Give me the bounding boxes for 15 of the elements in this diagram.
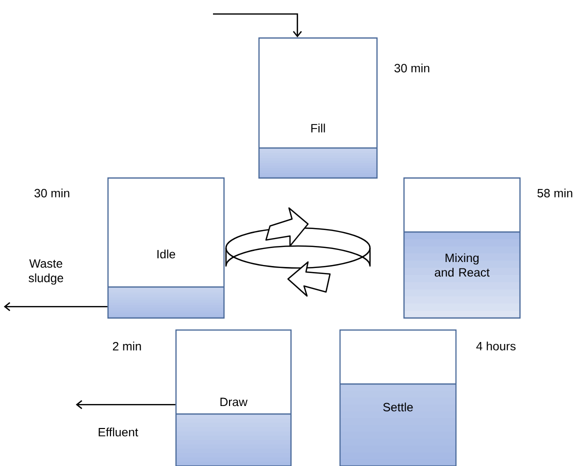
duration-label: 58 min xyxy=(537,188,572,198)
arrow xyxy=(213,13,302,38)
tank: Fill xyxy=(258,37,378,179)
tank: Idle xyxy=(107,177,225,319)
outflow-label: Effluent xyxy=(98,428,138,436)
arrow xyxy=(4,302,108,312)
outflow-label: Waste sludge xyxy=(28,259,64,285)
tank: Draw xyxy=(175,329,292,466)
duration-label: 4 hours xyxy=(476,342,516,350)
duration-label: 2 min xyxy=(112,342,141,350)
arrow xyxy=(76,400,176,410)
duration-label: 30 min xyxy=(394,64,430,72)
tank: Settle xyxy=(339,329,457,466)
duration-label: 30 min xyxy=(34,188,70,198)
tank: Mixing and React xyxy=(403,177,521,319)
